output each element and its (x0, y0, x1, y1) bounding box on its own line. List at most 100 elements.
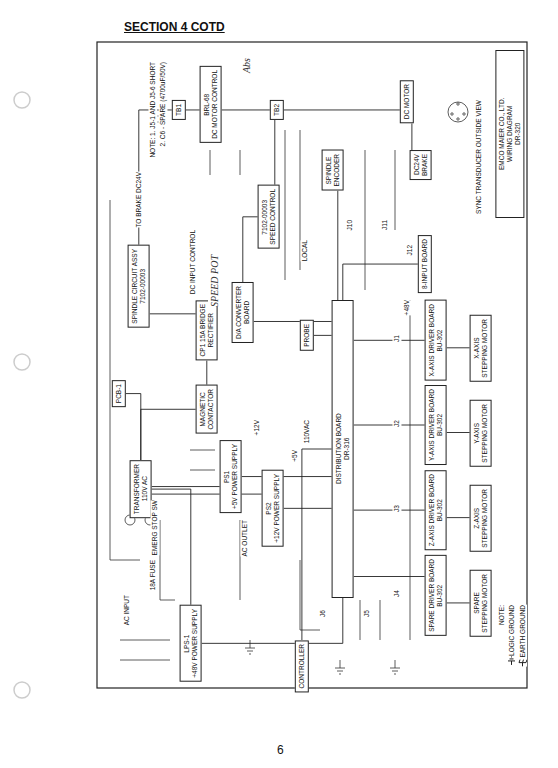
box-text: MAGNETIC (199, 389, 207, 430)
drawing-stroke (365, 150, 395, 290)
box-text: BU-302 (436, 389, 444, 461)
ground-symbol (507, 656, 516, 665)
label-text: DC INPUT CONTROL (188, 230, 197, 294)
wire-connector (141, 409, 196, 460)
label-text: LOCAL (300, 240, 309, 261)
drawing-stroke (451, 113, 453, 115)
box-text: SPINDLE CIRCUIT ASSY (131, 249, 139, 324)
wire-connector (152, 486, 220, 487)
label-text: TO BRAKE DC24V (134, 172, 143, 228)
wire-connector (447, 517, 470, 518)
wire-connector (254, 321, 332, 322)
drawing-stroke (463, 113, 465, 115)
label-text: +12V (252, 420, 261, 435)
box-text: STEPPING MOTOR (481, 489, 489, 548)
component-box: PS2+12V POWER SUPPLY (262, 470, 284, 547)
component-box: SPINDLEENCODER (322, 150, 344, 191)
drawing-stroke (300, 560, 320, 630)
box-text: PS1 (223, 444, 231, 509)
box-text: CONTROLLER (298, 644, 306, 688)
drawing-stroke (110, 200, 140, 560)
box-text: BRL-68 (203, 70, 211, 139)
ground-mark (519, 660, 527, 667)
wire-connector (447, 602, 470, 603)
box-text: LPS-1 (183, 609, 191, 678)
drawing-stroke (14, 92, 30, 698)
label-text: 110VAC (302, 420, 311, 443)
wire-connector (302, 449, 332, 640)
component-box: DISTRIBUTION BOARDDR-316 (332, 300, 354, 598)
legend-item: EARTH GROUND (518, 605, 527, 667)
wire-connector (186, 109, 200, 110)
legend-text: LOGIC GROUND (508, 605, 515, 656)
box-text: DC24V (413, 154, 421, 176)
wire-connector (284, 109, 400, 110)
ground-symbol (518, 658, 527, 667)
label-text: 6 (276, 744, 285, 758)
box-text: SPARE (473, 574, 481, 633)
wire-connector (222, 109, 270, 110)
label-text: 2. C6 - SPARE (4700uF/50V) (158, 62, 167, 146)
box-text: +12V POWER SUPPLY (273, 474, 281, 543)
box-text: Y-AXIS DRIVER BOARD (428, 389, 436, 461)
box-text: X-AXIS (473, 319, 481, 378)
box-text: SPEED CONTROL (269, 189, 277, 245)
box-text: Z-AXIS (473, 489, 481, 548)
label-text: J10 (345, 220, 354, 230)
box-text: BU-302 (436, 559, 444, 632)
component-box: TB2 (270, 100, 284, 120)
component-box: Y-AXISSTEPPING MOTOR (470, 400, 492, 467)
drawing-stroke (245, 640, 255, 654)
box-text: BU-302 (436, 474, 444, 546)
box-text: PROBE (303, 324, 311, 347)
component-box: DC24VBRAKE (410, 150, 432, 180)
legend-item: LOGIC GROUND (507, 605, 516, 665)
wire-connector (284, 508, 332, 509)
component-box: Z-AXISSTEPPING MOTOR (470, 485, 492, 552)
wire-connector (202, 598, 343, 643)
drawing-stroke (97, 42, 527, 688)
wire-connector (411, 123, 412, 150)
box-text: DISTRIBUTION BOARD (335, 304, 343, 594)
label-text: +5V (290, 450, 299, 462)
wire-connector (354, 576, 425, 577)
wire-connector (337, 191, 338, 300)
component-box: PS1+5V POWER SUPPLY (220, 440, 242, 513)
wire-connector (314, 335, 332, 336)
wire-connector (126, 394, 141, 460)
component-box: TRANSFORMER110V AC (130, 460, 152, 518)
box-text: CP1 15A BRIDGE (199, 304, 207, 356)
box-text: BRAKE (421, 154, 429, 176)
box-text: WIRING DIAGRAM (506, 54, 514, 214)
drawing-stroke (360, 600, 380, 640)
label-text: Abs (240, 58, 253, 73)
label-text: NOTE: (497, 605, 506, 625)
drawing-stroke (410, 300, 411, 640)
drawing-stroke (160, 520, 175, 600)
box-text: 8-INPUT BOARD (421, 239, 429, 289)
component-box: Z-AXIS DRIVER BOARDBU-302 (425, 470, 447, 550)
box-text: DC MOTOR CONTROL (211, 70, 219, 139)
component-box: X-AXIS DRIVER BOARDBU-302 (425, 300, 447, 381)
box-text: TB1 (175, 104, 183, 116)
component-box: SPARESTEPPING MOTOR (470, 570, 492, 637)
ground-mark (508, 657, 515, 665)
label-text: J1 (392, 335, 401, 342)
box-text: RECTIFIER (207, 304, 215, 356)
box-text: PS2 (265, 474, 273, 543)
component-box: CONTROLLER (295, 640, 309, 692)
label-text: AC OUTLET (240, 520, 249, 556)
component-box: LPS-1+48V POWER SUPPLY (180, 605, 202, 682)
component-box: TB1 (172, 100, 186, 120)
drawing-stroke (210, 150, 240, 175)
label-text: J5 (362, 610, 371, 617)
box-text: DR-316 (343, 304, 351, 594)
component-box: D/A CONVERTERBOARD (232, 282, 254, 343)
wire-connector (150, 313, 196, 314)
component-box: PCB-1 (112, 380, 126, 407)
drawing-stroke (120, 640, 170, 660)
box-text: BU-302 (436, 304, 444, 377)
wire-connector (274, 120, 275, 185)
wire-connector (447, 347, 470, 348)
label-text: NOTE: 1. J5-1 AND J5-6 SHORT (148, 62, 157, 158)
